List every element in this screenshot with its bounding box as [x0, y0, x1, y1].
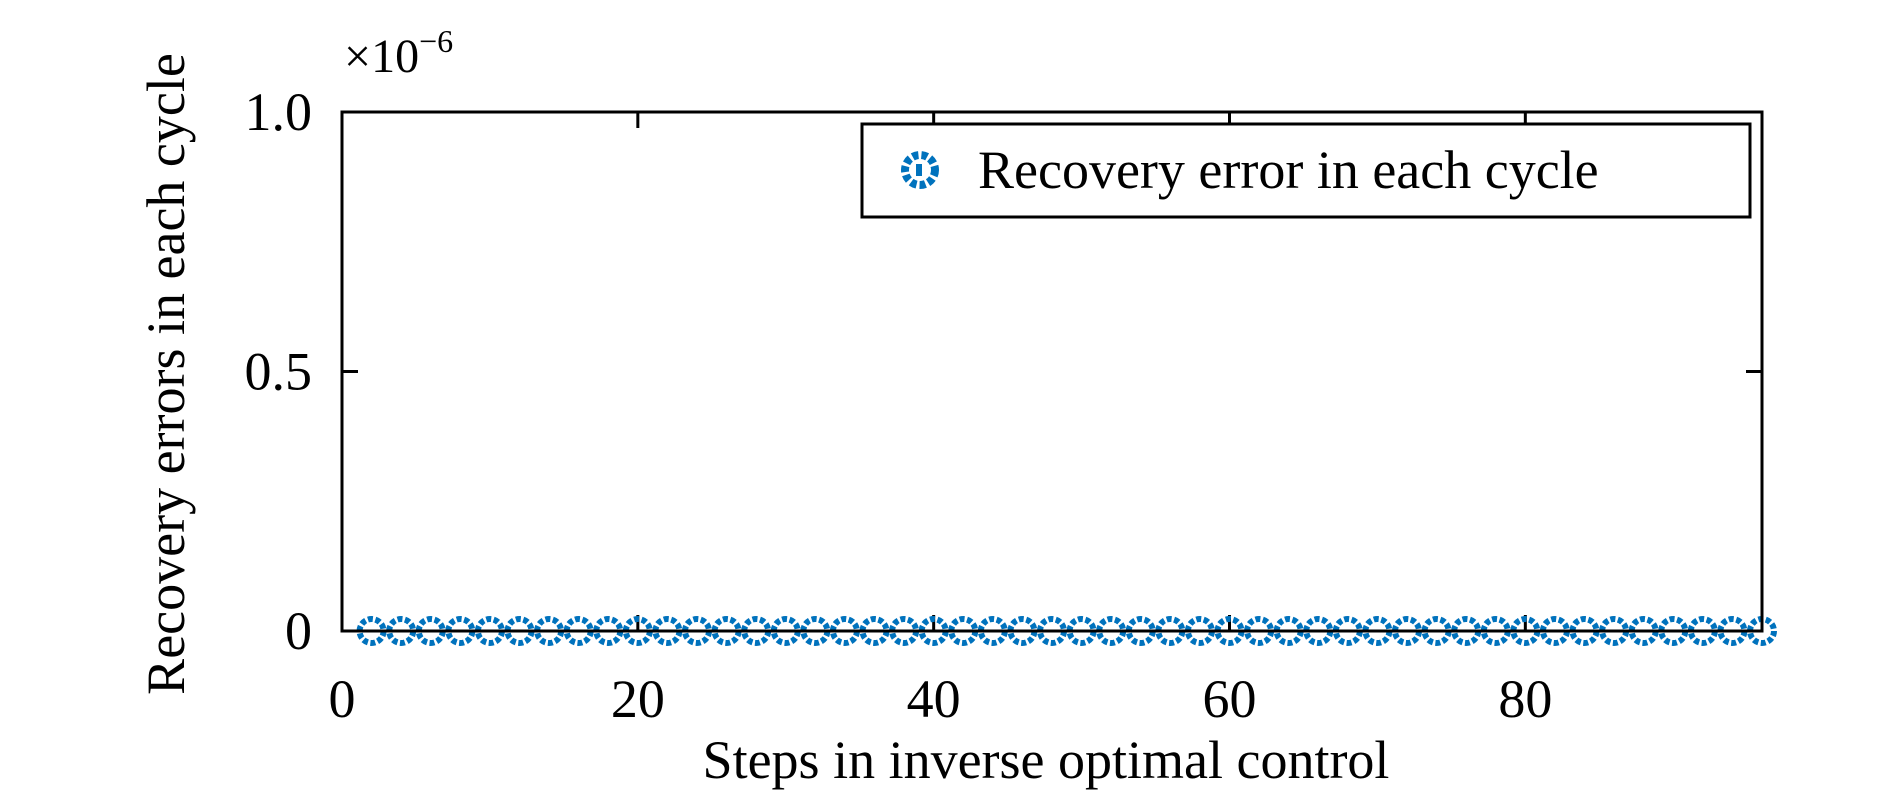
x-tick-label: 20: [611, 669, 665, 729]
legend-marker-icon: [901, 151, 939, 189]
x-axis-label: Steps in inverse optimal control: [703, 730, 1390, 790]
x-tick-label: 40: [907, 669, 961, 729]
y-axis-label: Recovery errors in each cycle: [136, 53, 196, 695]
y-scale-exponent-label: ×10−6: [344, 23, 453, 83]
y-scale-exponent: −6: [419, 23, 453, 59]
legend-box: [860, 122, 1752, 219]
y-tick-label: 0: [285, 601, 312, 661]
x-tick-label: 60: [1203, 669, 1257, 729]
axes-frame: [340, 110, 1764, 633]
y-tick-label: 1.0: [245, 82, 313, 142]
y-scale-base: ×10: [344, 30, 419, 83]
legend-entry-label: Recovery error in each cycle: [978, 140, 1599, 200]
tick-labels-layer: 0 20 40 60 80 0 0.5 1.0: [245, 82, 1553, 729]
x-tick-label: 80: [1498, 669, 1552, 729]
legend: Recovery error in each cycle: [860, 122, 1752, 219]
y-tick-label: 0.5: [245, 342, 313, 402]
x-tick-label: 0: [329, 669, 356, 729]
legend-circle-marker: [901, 151, 939, 189]
legend-marker-center: [916, 164, 922, 176]
